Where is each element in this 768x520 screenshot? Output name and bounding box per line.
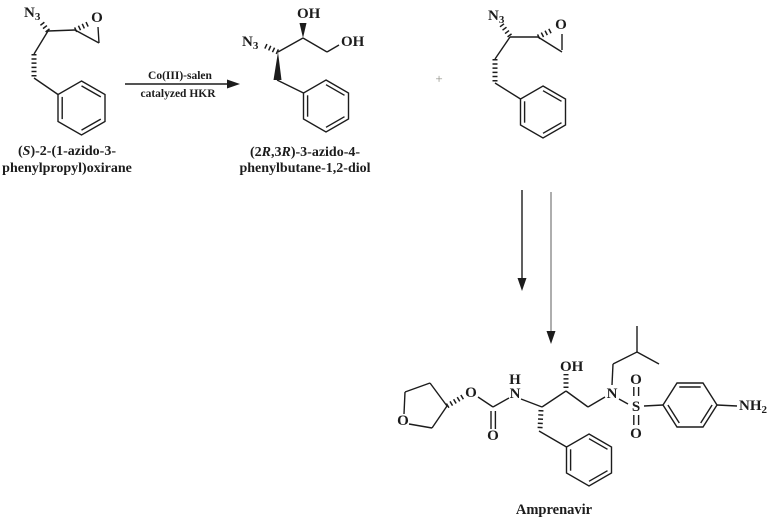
epoxide-product-structure: N3 O [488, 8, 567, 139]
amprenavir-sulfonyl-o-top-label: O [630, 372, 642, 388]
reaction-arrowhead-icon [227, 79, 240, 89]
substrate-phenyl-ring [57, 80, 106, 136]
amprenavir-thf-hash-bond [445, 393, 466, 409]
amprenavir-carbamate-o-label: O [465, 385, 477, 401]
amprenavir-name-label: Amprenavir [516, 502, 593, 518]
epoxide-product-epoxide-hash-bond [536, 27, 554, 40]
substrate-azide-hash-bond [39, 20, 50, 33]
epoxide-product-azide-label: N3 [488, 8, 505, 26]
substrate-epoxide-hash-bond [73, 20, 92, 33]
plus-sign: + [435, 71, 442, 86]
amprenavir-carbonyl-o-label: O [487, 428, 499, 444]
amprenavir-sulfur-label: S [632, 399, 640, 415]
epoxide-product-o-label: O [555, 17, 567, 33]
amprenavir-benzyl-ring [565, 433, 613, 487]
down-arrow-1 [517, 190, 527, 291]
diol-name-line2: phenylbutane-1,2-diol [239, 161, 370, 176]
substrate-name-line2: phenylpropyl)oxirane [2, 161, 132, 176]
substrate-epoxide-o-label: O [91, 10, 103, 26]
amprenavir-amine-n-label: N [607, 386, 618, 402]
down-arrowhead-2-icon [546, 331, 556, 344]
substrate-structure: N3 O [24, 5, 106, 136]
diol-structure: OH OH N3 [242, 6, 365, 133]
diol-oh-top-label: OH [297, 6, 321, 22]
diol-azide-hash-bond [261, 42, 280, 55]
reaction-arrow: Co(III)-salen catalyzed HKR [125, 70, 240, 100]
amprenavir-sulfonyl-o-bottom-label: O [630, 426, 642, 442]
amprenavir-nh-h-label: H [509, 372, 521, 388]
reaction-conditions-line1: Co(III)-salen [148, 70, 212, 82]
substrate-azide-label: N3 [24, 5, 41, 23]
diol-oh-right-label: OH [341, 34, 365, 50]
diol-azide-label: N3 [242, 34, 259, 52]
down-arrowhead-1-icon [517, 278, 527, 291]
down-arrow-2 [546, 192, 556, 344]
amprenavir-benzyl-hash-bond [537, 409, 544, 430]
diol-name-line1: (2R,3R)-3-azido-4- [250, 145, 360, 160]
amprenavir-structure: O O O H N OH N S O O NH2 [397, 326, 768, 487]
reaction-conditions-line2: catalyzed HKR [140, 88, 216, 100]
substrate-name-line1: (S)-2-(1-azido-3- [18, 144, 116, 159]
amprenavir-thf-o-label: O [397, 413, 409, 429]
diol-phenyl-ring [302, 79, 350, 133]
amprenavir-nh-n-label: N [510, 386, 521, 402]
diol-benzyl-wedge-bond [273, 52, 282, 80]
amprenavir-amino-label: NH2 [739, 398, 768, 416]
amprenavir-aniline-ring [662, 382, 718, 428]
diol-oh-wedge-bond [299, 23, 307, 38]
amprenavir-oh-label: OH [560, 359, 584, 375]
epoxide-product-phenyl-ring [519, 85, 567, 139]
